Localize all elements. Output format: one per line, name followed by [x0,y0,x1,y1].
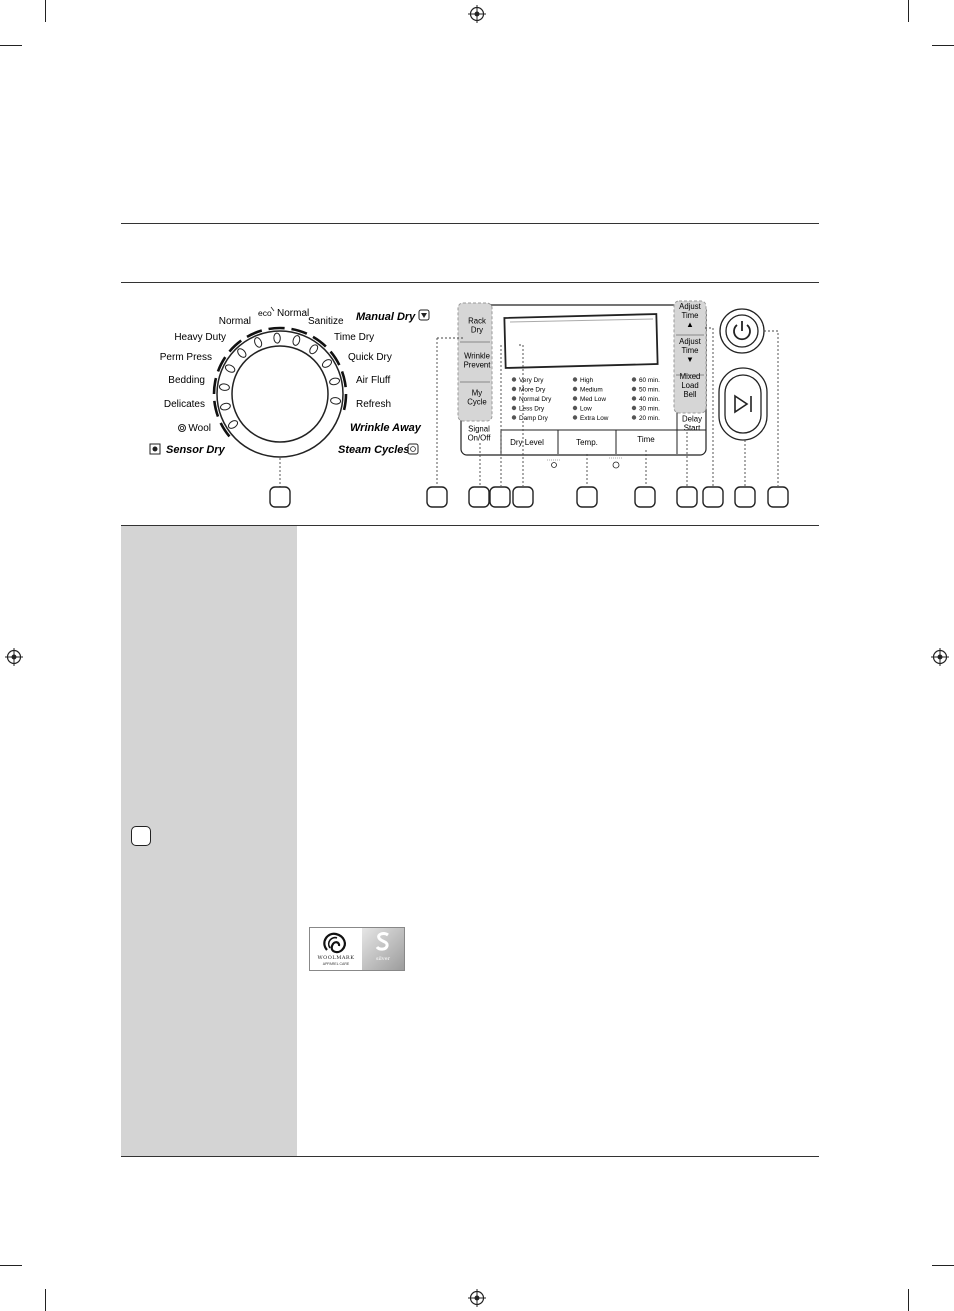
right-button-group [673,300,707,414]
registration-mark-icon [468,1289,486,1307]
indicator-label: 20 min. [639,415,660,422]
cycle-label-bedding: Bedding [168,375,205,386]
manual-dry-icon [418,309,430,321]
indicator-label: 50 min. [639,387,660,394]
callout-box [131,826,151,846]
play-pause-icon [734,394,752,414]
indicator-label: 60 min. [639,377,660,384]
indicator-label: Very Dry [519,377,544,384]
drum-light-icon [609,457,623,469]
cycle-label-normal: Normal [219,316,251,327]
power-icon [733,321,751,341]
woolmark-icon [323,932,346,954]
indicator-label: Medium [580,387,603,394]
indicator-label: Normal Dry [519,396,552,403]
cycle-label-heavy-duty: Heavy Duty [174,332,226,343]
registration-mark-icon [5,648,23,666]
control-panel-illustration: Normal Heavy Duty Perm Press Bedding Del… [149,300,789,508]
indicator-label: Damp Dry [519,415,549,422]
crop-mark [932,1265,954,1266]
rule-panel-bottom [121,525,819,526]
indicator-label: Med Low [580,396,606,403]
cycle-label-time-dry: Time Dry [334,332,374,343]
sensor-dry-label: Sensor Dry [166,444,226,456]
crop-mark [908,1289,909,1311]
callout-leader-lines [436,327,779,486]
registration-mark-icon [931,648,949,666]
dial-cycle-lights [218,332,342,429]
eco-label: eco [258,308,272,318]
cycle-label-refresh: Refresh [356,399,391,410]
temp-button[interactable]: Temp. [576,438,598,447]
cycle-label-air-fluff: Air Fluff [356,375,390,386]
indicator-label: High [580,377,594,384]
start-pause-button[interactable] [718,367,768,441]
indicator-label: Less Dry [519,406,545,413]
steam-cycles-label: Steam Cycles [338,444,410,456]
indicator-label: More Dry [519,387,546,394]
crop-mark [932,45,954,46]
display-window [503,313,659,369]
crop-mark [908,0,909,22]
rule-bottom [121,1156,819,1157]
registration-mark-icon [468,5,486,23]
cycle-label-quick-dry: Quick Dry [348,352,392,363]
cycle-label-perm-press: Perm Press [160,352,212,363]
cycle-label-delicates: Delicates [164,399,205,410]
cycle-label-wrinkle-away: Wrinkle Away [350,422,422,434]
callout-number-boxes [269,486,789,508]
indicator-label: Extra Low [580,415,609,422]
indicator-label: Low [580,406,592,413]
rule-top [121,223,819,224]
cycle-label-sanitize: Sanitize [308,316,344,327]
cycle-label-eco-normal: Normal [277,308,309,319]
cycle-dial[interactable] [216,330,344,458]
indicator-label: 40 min. [639,396,660,403]
time-button[interactable]: Time [637,435,655,444]
silver-text: silver [376,956,390,962]
dry-level-button[interactable]: Dry Level [510,438,544,447]
sensor-dry-icon [149,443,161,455]
woolmark-subtext: APPAREL CARE [322,962,350,966]
rule-panel-top [121,282,819,283]
steam-cycles-icon [407,443,419,455]
manual-dry-label: Manual Dry [356,311,416,323]
dial-tick-marks [212,326,348,438]
cycle-label-wool: Wool [188,423,211,434]
woolmark-text: WOOLMARK [317,955,355,961]
silver-logo: silver [362,928,404,970]
silver-s-icon [375,932,389,951]
indicator-label: 30 min. [639,406,660,413]
woolmark-logo: WOOLMARK APPAREL CARE [310,928,362,970]
child-lock-icon [547,459,561,468]
left-button-group [457,302,493,422]
crop-mark [45,1289,46,1311]
crop-mark [45,0,46,22]
crop-mark [0,1265,22,1266]
certification-logos: WOOLMARK APPAREL CARE silver [309,927,405,971]
crop-mark [0,45,22,46]
wool-icon [178,424,186,432]
